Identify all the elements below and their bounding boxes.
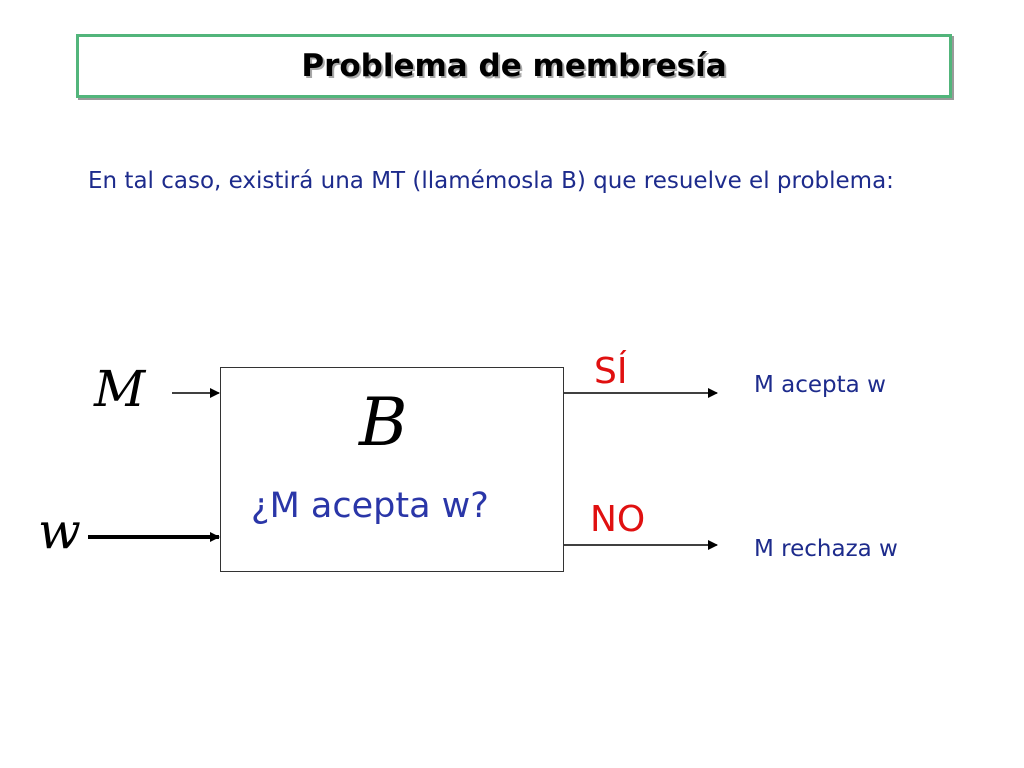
result-reject: M rechaza w [754, 536, 898, 562]
title-box: Problema de membresía [76, 34, 952, 98]
result-accept: M acepta w [754, 372, 886, 398]
machine-name: B [359, 384, 408, 461]
input-m-label: M [94, 360, 146, 418]
machine-b-box: B ¿M acepta w? [220, 367, 564, 572]
page-title: Problema de membresía [301, 48, 727, 84]
output-no-label: NO [590, 499, 646, 540]
intro-text: En tal caso, existirá una MT (llamémosla… [88, 168, 894, 194]
output-yes-label: SÍ [594, 351, 628, 392]
input-w-label: w [38, 502, 81, 560]
machine-question: ¿M acepta w? [251, 486, 489, 526]
